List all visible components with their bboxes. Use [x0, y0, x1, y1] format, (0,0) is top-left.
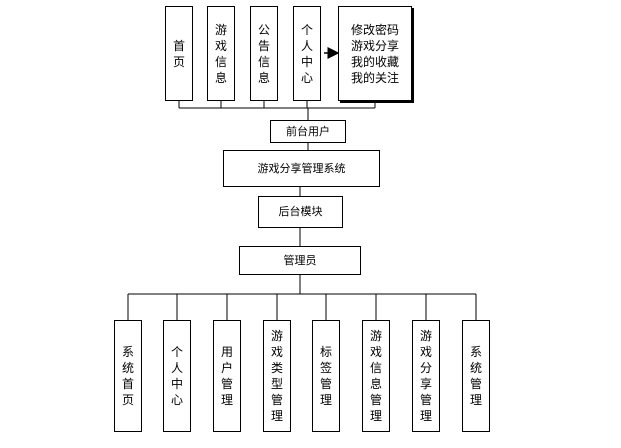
module-game-info-management-label: 游戏信息管理: [370, 329, 383, 423]
submenu-change-password: 修改密码: [350, 22, 399, 37]
node-backend-label: 后台模块: [278, 205, 323, 218]
node-personal-center-label: 个人中心: [301, 22, 314, 85]
module-system-management: 系统管理: [462, 320, 490, 432]
node-home-label: 首页: [173, 38, 186, 69]
module-game-type-management-label: 游戏类型管理: [271, 329, 284, 423]
node-home: 首页: [165, 6, 193, 101]
node-game-info: 游戏信息: [207, 6, 235, 101]
node-personal-submenu: 修改密码 游戏分享 我的收藏 我的关注: [338, 6, 412, 101]
module-game-share-management: 游戏分享管理: [412, 320, 440, 432]
module-game-type-management: 游戏类型管理: [263, 320, 291, 432]
module-user-management-label: 用户管理: [221, 345, 234, 407]
node-admin-label: 管理员: [283, 253, 317, 267]
node-game-info-label: 游戏信息: [215, 22, 228, 85]
module-personal-center-label: 个人中心: [171, 345, 184, 407]
node-front-user: 前台用户: [270, 120, 346, 143]
module-tag-management-label: 标签管理: [320, 345, 333, 407]
module-tag-management: 标签管理: [312, 320, 340, 432]
submenu-my-favorites: 我的收藏: [350, 54, 399, 69]
module-game-info-management: 游戏信息管理: [362, 320, 390, 432]
module-system-management-label: 系统管理: [470, 345, 483, 407]
node-front-user-label: 前台用户: [286, 124, 330, 138]
module-personal-center: 个人中心: [163, 320, 191, 432]
node-personal-center: 个人中心: [293, 6, 321, 101]
submenu-game-share: 游戏分享: [350, 38, 399, 53]
module-system-home-label: 系统首页: [122, 345, 135, 407]
node-system-label: 游戏分享管理系统: [257, 161, 346, 175]
node-backend: 后台模块: [258, 196, 343, 228]
node-announcement: 公告信息: [250, 6, 278, 101]
node-announcement-label: 公告信息: [258, 22, 271, 85]
module-system-home: 系统首页: [114, 320, 142, 432]
submenu-my-follows: 我的关注: [350, 70, 399, 85]
node-admin: 管理员: [239, 246, 361, 275]
module-user-management: 用户管理: [213, 320, 241, 432]
module-game-share-management-label: 游戏分享管理: [420, 329, 433, 423]
node-system: 游戏分享管理系统: [223, 150, 380, 187]
